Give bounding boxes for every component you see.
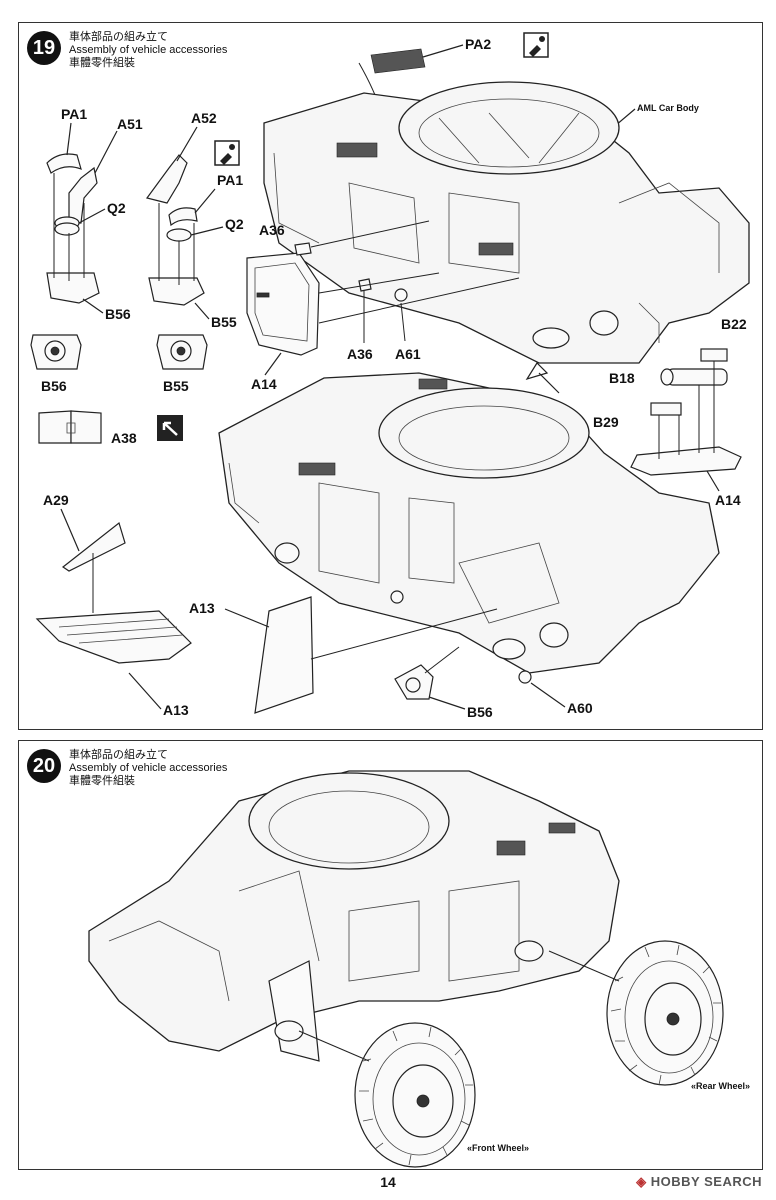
label-a13-panel: A13 <box>189 600 215 616</box>
label-a36-bottom: A36 <box>347 346 373 362</box>
label-a14-door: A14 <box>251 376 277 392</box>
step-title-cn: 車體零件組裝 <box>69 57 135 69</box>
step-title-jp: 車体部品の組み立て <box>69 31 168 43</box>
label-a61: A61 <box>395 346 421 362</box>
label-a29: A29 <box>43 492 69 508</box>
label-b29: B29 <box>593 414 619 430</box>
label-pa1-left: PA1 <box>61 106 87 122</box>
label-b55-top: B55 <box>211 314 237 330</box>
step-title-en: Assembly of vehicle accessories <box>69 762 228 774</box>
label-b56-top: B56 <box>105 306 131 322</box>
label-front-wheel: «Front Wheel» <box>467 1143 529 1153</box>
watermark: ◈ HOBBY SEARCH <box>636 1174 762 1190</box>
label-a13-bottom: A13 <box>163 702 189 718</box>
step-19-drawing: PA2 AML Car Body <box>30 32 750 720</box>
label-q2-right: Q2 <box>225 216 244 232</box>
label-a36-left: A36 <box>259 222 285 238</box>
car-body-lower <box>218 372 720 674</box>
step-title: 車体部品の組み立て Assembly of vehicle accessorie… <box>69 31 227 70</box>
label-a51: A51 <box>117 116 143 132</box>
a14-door <box>246 252 320 356</box>
watermark-text: HOBBY SEARCH <box>650 1174 762 1189</box>
step-20-drawing: «Rear Wheel» «Front Wheel» <box>88 770 750 1168</box>
a13-panel <box>254 596 498 714</box>
left-parts-group <box>46 153 100 304</box>
a29-piece <box>61 521 126 613</box>
b56-bottom-piece <box>394 646 532 700</box>
step-title-jp: 車体部品の組み立て <box>69 749 168 761</box>
label-a38: A38 <box>111 430 137 446</box>
glue-icon <box>214 140 240 166</box>
label-a52: A52 <box>191 110 217 126</box>
step-20-panel: 20 車体部品の組み立て Assembly of vehicle accesso… <box>18 740 763 1170</box>
step-19-panel: 19 車体部品の組み立て Assembly of vehicle accesso… <box>18 22 763 730</box>
car-body-upper <box>263 81 750 364</box>
rear-wheel <box>548 940 724 1086</box>
right-parts-group <box>145 154 205 306</box>
label-rear-wheel: «Rear Wheel» <box>691 1081 750 1091</box>
paint-bottle-icon <box>523 32 549 58</box>
label-b56-bottom: B56 <box>467 704 493 720</box>
b55-piece <box>156 334 208 370</box>
label-b55-piece: B55 <box>163 378 189 394</box>
hobby-search-logo-icon: ◈ <box>636 1174 651 1189</box>
step-number-badge: 19 <box>27 31 61 65</box>
label-b18: B18 <box>609 370 635 386</box>
page-number: 14 <box>380 1174 396 1190</box>
label-a60: A60 <box>567 700 593 716</box>
direction-arrow-icon <box>525 362 560 394</box>
a38-piece <box>38 410 102 444</box>
label-pa2: PA2 <box>465 36 491 52</box>
antenna-parts-group <box>630 348 742 476</box>
label-a14-plate: A14 <box>715 492 741 508</box>
step-title: 車体部品の組み立て Assembly of vehicle accessorie… <box>69 749 227 788</box>
step-number-badge: 20 <box>27 749 61 783</box>
label-q2-left: Q2 <box>107 200 126 216</box>
label-aml-car-body: AML Car Body <box>637 103 699 113</box>
a13-floor-plate <box>35 610 192 664</box>
label-b22: B22 <box>721 316 747 332</box>
car-body-assembled <box>88 770 620 1062</box>
label-b56-piece: B56 <box>41 378 67 394</box>
step-title-cn: 車體零件組裝 <box>69 775 135 787</box>
label-pa1-right: PA1 <box>217 172 243 188</box>
b56-piece <box>30 334 82 370</box>
front-wheel <box>298 1022 476 1168</box>
step-title-en: Assembly of vehicle accessories <box>69 44 228 56</box>
cut-sprue-icon <box>157 415 183 441</box>
